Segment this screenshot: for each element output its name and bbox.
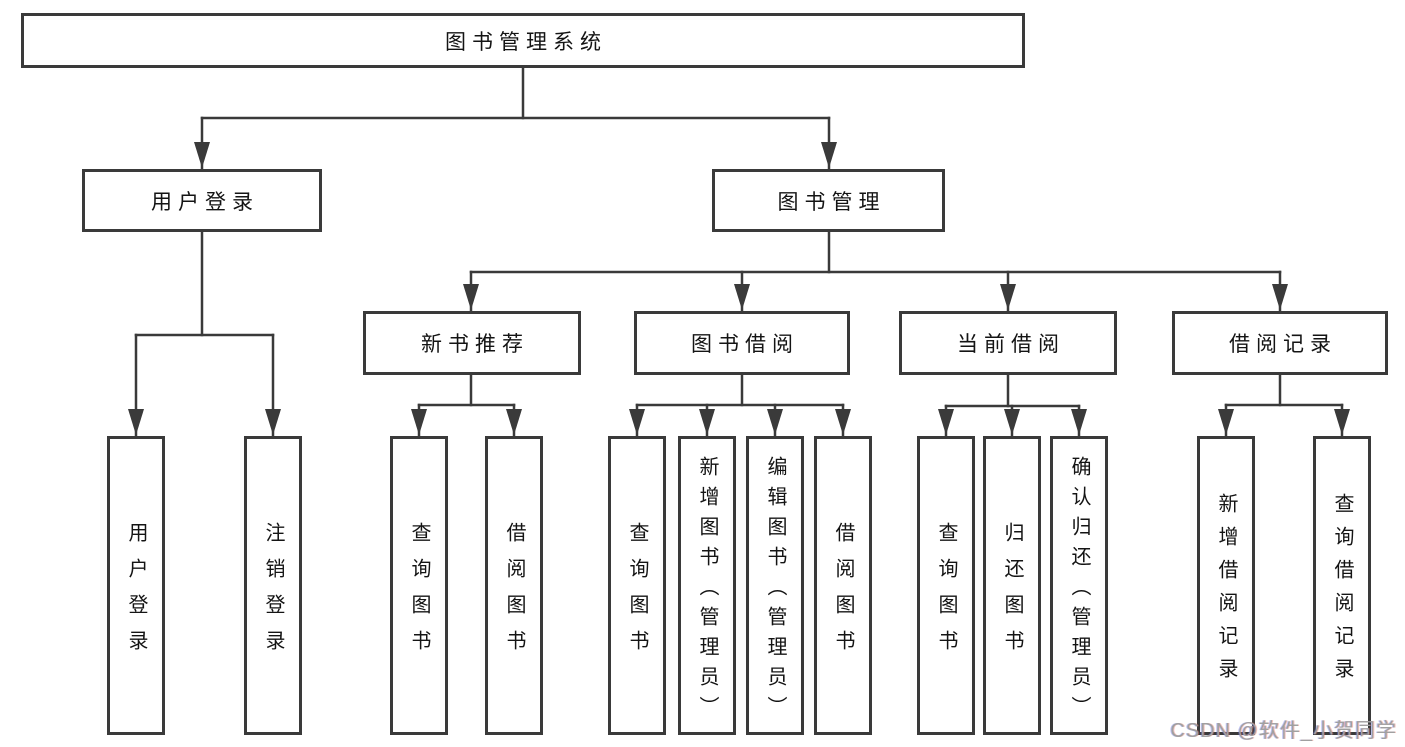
node-root-label: 图书管理系统 [445,30,607,54]
leaf-query-borrow-record: 查询借阅记录 [1313,436,1371,735]
leaf-return-book: 归还图书 [983,436,1041,735]
leaf-return-book-label: 归还图书 [1001,521,1023,666]
node-current-borrow: 当前借阅 [899,311,1117,375]
node-root: 图书管理系统 [21,13,1025,68]
leaf-edit-book-admin-label: 编辑图书（管理员） [764,455,786,726]
node-book-borrow-label: 图书借阅 [691,333,799,356]
watermark: CSDN @软件_小贺同学 [1170,720,1397,742]
leaf-logout: 注销登录 [244,436,302,735]
node-user-login: 用户登录 [82,169,322,232]
node-book-borrow: 图书借阅 [634,311,850,375]
leaf-query-books-borrow: 查询图书 [608,436,666,735]
leaf-query-books-recommend-label: 查询图书 [408,521,430,666]
leaf-query-books-current: 查询图书 [917,436,975,735]
leaf-add-borrow-record-label: 新增借阅记录 [1215,493,1237,691]
leaf-add-book-admin-label: 新增图书（管理员） [696,455,718,726]
leaf-query-borrow-record-label: 查询借阅记录 [1331,493,1353,691]
leaf-borrow-books-recommend-label: 借阅图书 [503,521,525,666]
leaf-confirm-return-admin: 确认归还（管理员） [1050,436,1108,735]
leaf-edit-book-admin: 编辑图书（管理员） [746,436,804,735]
node-borrow-records-label: 借阅记录 [1229,333,1337,356]
node-new-book-recommend: 新书推荐 [363,311,581,375]
leaf-confirm-return-admin-label: 确认归还（管理员） [1068,455,1090,726]
leaf-query-books-current-label: 查询图书 [935,521,957,666]
node-new-book-recommend-label: 新书推荐 [421,333,529,356]
leaf-borrow-books-label: 借阅图书 [832,521,854,666]
leaf-query-books-borrow-label: 查询图书 [626,521,648,666]
node-user-login-label: 用户登录 [151,190,259,214]
leaf-add-book-admin: 新增图书（管理员） [678,436,736,735]
leaf-user-login-label: 用户登录 [125,521,147,666]
node-borrow-records: 借阅记录 [1172,311,1388,375]
leaf-query-books-recommend: 查询图书 [390,436,448,735]
node-book-management-label: 图书管理 [777,190,886,214]
leaf-borrow-books: 借阅图书 [814,436,872,735]
leaf-add-borrow-record: 新增借阅记录 [1197,436,1255,735]
leaf-user-login: 用户登录 [107,436,165,735]
leaf-logout-label: 注销登录 [262,521,284,666]
node-current-borrow-label: 当前借阅 [957,333,1065,356]
leaf-borrow-books-recommend: 借阅图书 [485,436,543,735]
node-book-management: 图书管理 [712,169,945,232]
